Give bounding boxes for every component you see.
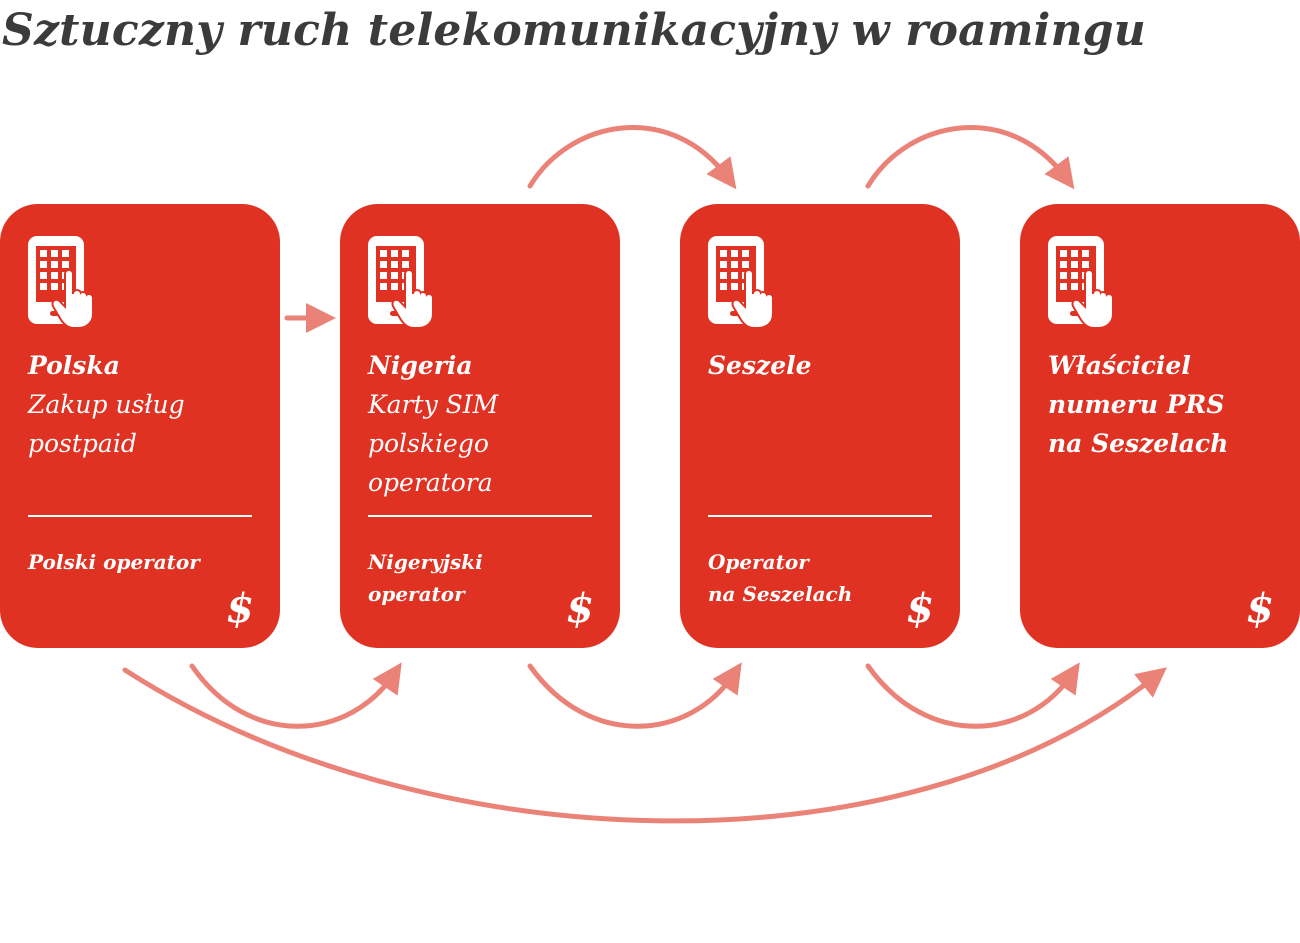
card-operator-line: Polski operator: [28, 550, 200, 574]
card-description-line: polskiego: [368, 429, 489, 458]
card-heading-line: Właściciel: [1048, 351, 1191, 380]
dollar-icon: $: [1246, 585, 1274, 632]
card-description-line: Karty SIM: [368, 390, 499, 419]
card-operator: Polski operator: [28, 546, 273, 578]
arrow-top-seszele-prs: [865, 125, 1075, 190]
arrow-long-polska-prs: [122, 667, 1167, 824]
dollar-icon: $: [906, 585, 934, 632]
card-heading-line: numeru PRS: [1048, 390, 1225, 419]
card-heading: Nigeria: [368, 351, 473, 380]
card-description-line: postpaid: [28, 429, 137, 458]
card-description-line: Zakup usług: [28, 390, 185, 419]
phone-touch-icon: [28, 236, 94, 328]
diagram-title: Sztuczny ruch telekomunikacyjny w roamin…: [2, 5, 1146, 56]
card-description: Zakup usług postpaid: [28, 385, 273, 463]
card-operator-line: na Seszelach: [708, 582, 853, 606]
card-operator-line: operator: [368, 582, 465, 606]
card-polska: Polska Zakup usług postpaid Polski opera…: [0, 204, 280, 648]
arrow-top-nigeria-seszele: [527, 125, 737, 190]
phone-touch-icon: [368, 236, 434, 328]
card-operator-line: Nigeryjski: [368, 550, 483, 574]
card-operator: Nigeryjski operator: [368, 546, 613, 610]
card-description: Karty SIM polskiego operatora: [368, 385, 613, 502]
card-description-line: operatora: [368, 468, 493, 497]
arrow-bottom-polska-nigeria: [189, 662, 402, 729]
card-divider: [708, 515, 932, 517]
card-heading: Seszele: [708, 351, 812, 380]
card-operator: Operator na Seszelach: [708, 546, 953, 610]
phone-touch-icon: [708, 236, 774, 328]
card-heading: Polska: [28, 351, 120, 380]
card-seszele: Seszele Operator na Seszelach $: [680, 204, 960, 648]
card-heading-line: na Seszelach: [1048, 429, 1229, 458]
phone-touch-icon: [1048, 236, 1114, 328]
card-divider: [28, 515, 252, 517]
card-heading: Właściciel numeru PRS na Seszelach: [1048, 346, 1293, 463]
card-operator-line: Operator: [708, 550, 809, 574]
card-nigeria: Nigeria Karty SIM polskiego operatora Ni…: [340, 204, 620, 648]
dollar-icon: $: [566, 585, 594, 632]
dollar-icon: $: [226, 585, 254, 632]
card-prs-owner: Właściciel numeru PRS na Seszelach $: [1020, 204, 1300, 648]
arrow-bottom-seszele-prs: [865, 662, 1080, 729]
arrow-bottom-nigeria-seszele: [527, 662, 742, 729]
card-divider: [368, 515, 592, 517]
